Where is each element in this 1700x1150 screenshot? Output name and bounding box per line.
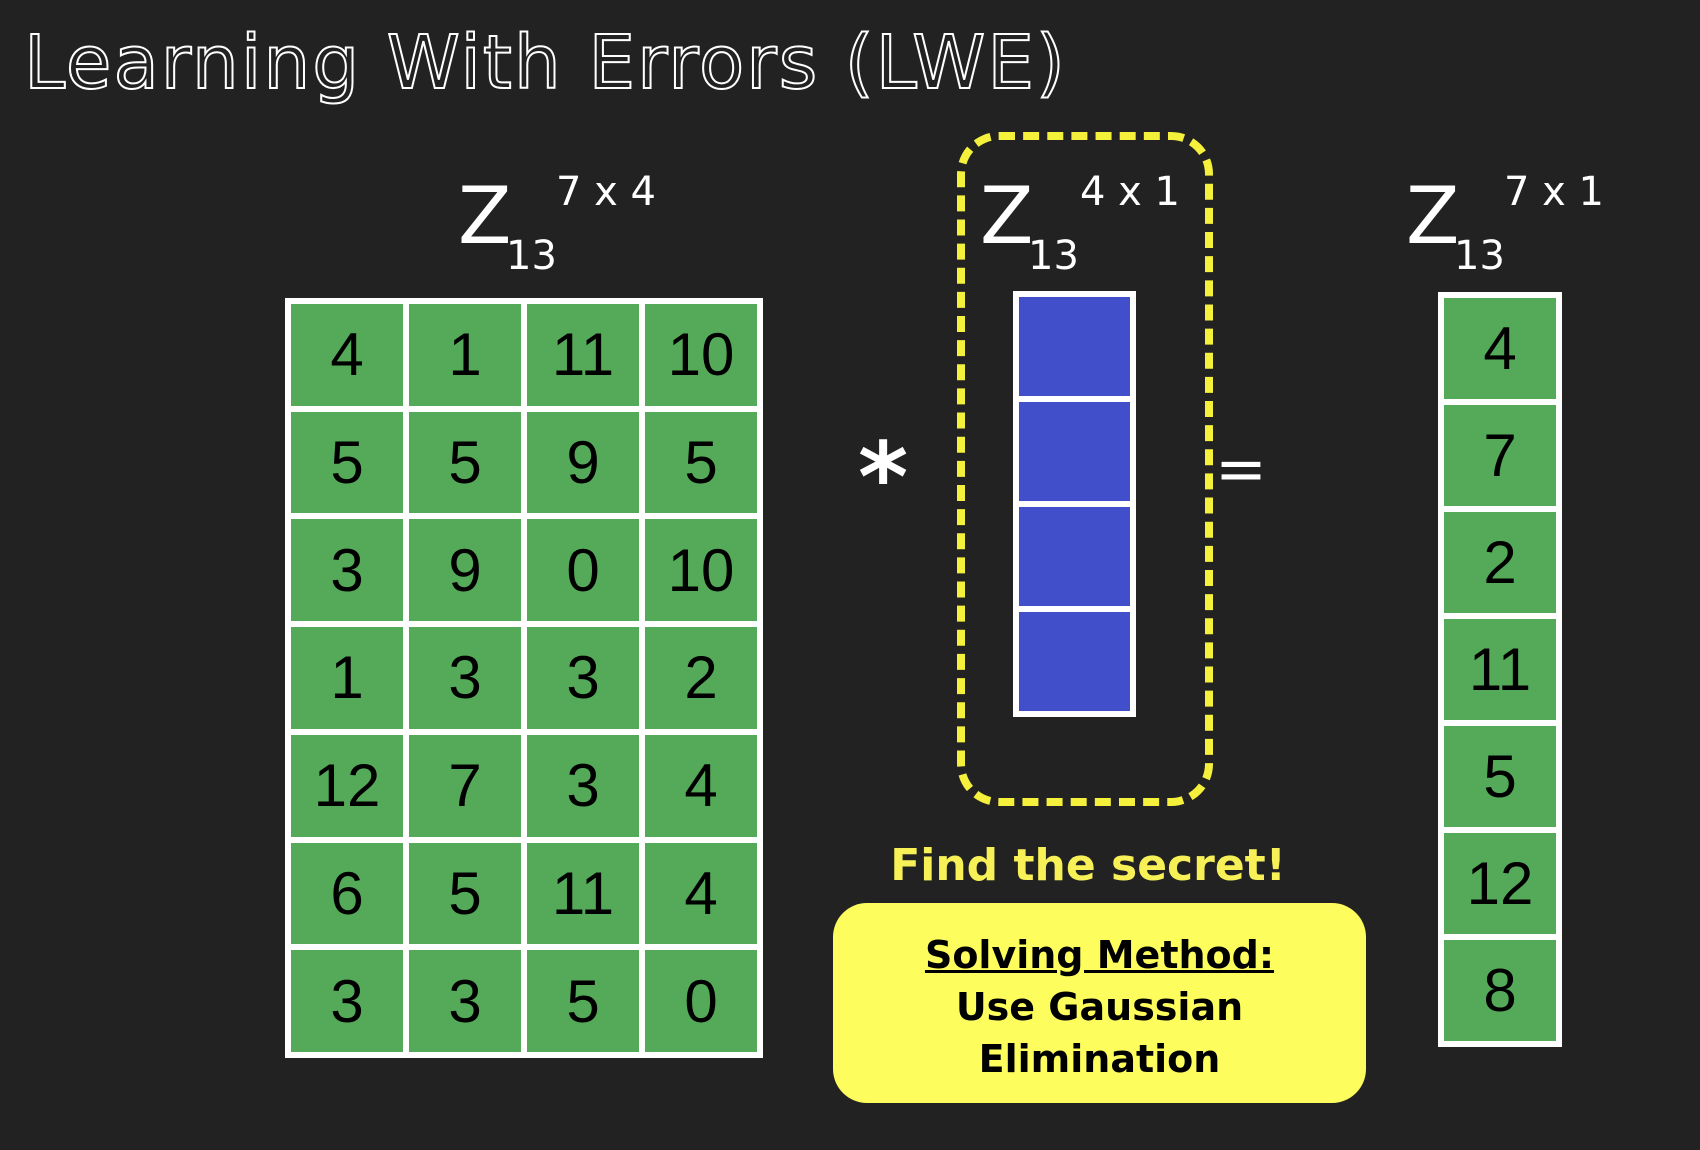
matrix-a-cell: 9 — [409, 519, 521, 622]
matrix-a-cell: 6 — [291, 842, 403, 945]
matrix-a-cell: 0 — [645, 950, 757, 1052]
result-vector-cell: 7 — [1444, 405, 1556, 506]
matrix-a-cell: 5 — [527, 950, 639, 1052]
matrix-a-cell: 3 — [291, 519, 403, 622]
matrix-a-cell: 5 — [291, 411, 403, 514]
equals-operator: = — [1215, 432, 1267, 505]
solving-method-heading: Solving Method: — [924, 933, 1275, 977]
result-vector-cell: 4 — [1444, 298, 1556, 399]
matrix-a-label-dimensions: 7 x 4 — [556, 169, 656, 215]
solving-method-box: Solving Method: Use Gaussian Elimination — [833, 903, 1366, 1103]
matrix-a-cell: 10 — [645, 519, 757, 622]
result-vector-cell: 12 — [1444, 833, 1556, 934]
matrix-a-cell: 5 — [645, 411, 757, 514]
matrix-a-cell: 1 — [291, 627, 403, 729]
secret-highlight-border — [957, 132, 1213, 806]
result-vector-cell: 11 — [1444, 619, 1556, 720]
matrix-a-cell: 10 — [645, 304, 757, 406]
matrix-a-cell: 11 — [527, 304, 639, 406]
multiply-operator: * — [858, 422, 909, 534]
solving-method-line: Elimination — [978, 1037, 1221, 1081]
matrix-a-cell: 2 — [645, 627, 757, 729]
matrix-a-cell: 0 — [527, 519, 639, 622]
matrix-a-cell: 3 — [409, 627, 521, 729]
solving-method-line: Use Gaussian — [955, 985, 1244, 1029]
secret-vector-cell — [1019, 402, 1130, 501]
matrix-a-cell: 1 — [409, 304, 521, 406]
secret-label-z: Z — [980, 172, 1034, 262]
secret-vector-cell — [1019, 612, 1130, 711]
matrix-a-cell: 5 — [409, 842, 521, 945]
result-label-z: Z — [1406, 172, 1460, 262]
result-label-modulus: 13 — [1454, 233, 1505, 279]
matrix-a-cell: 3 — [527, 734, 639, 837]
secret-label-modulus: 13 — [1028, 233, 1079, 279]
matrix-a-cell: 4 — [291, 304, 403, 406]
result-vector-cell: 2 — [1444, 512, 1556, 613]
matrix-a-cell: 3 — [291, 950, 403, 1052]
matrix-a-label-z: Z — [458, 172, 512, 262]
secret-vector-cell — [1019, 297, 1130, 396]
matrix-a-cell: 12 — [291, 734, 403, 837]
secret-vector — [1013, 291, 1136, 717]
matrix-a-cell: 4 — [645, 734, 757, 837]
secret-vector-cell — [1019, 507, 1130, 606]
matrix-a-cell: 7 — [409, 734, 521, 837]
find-secret-caption: Find the secret! — [890, 840, 1286, 891]
result-vector-cell: 8 — [1444, 940, 1556, 1041]
matrix-a-cell: 5 — [409, 411, 521, 514]
matrix-a-label-modulus: 13 — [506, 233, 557, 279]
secret-label-dimensions: 4 x 1 — [1080, 169, 1180, 215]
page-title: Learning With Errors (LWE) — [23, 19, 1067, 107]
matrix-a-cell: 4 — [645, 842, 757, 945]
matrix-a-cell: 11 — [527, 842, 639, 945]
result-vector-cell: 5 — [1444, 726, 1556, 827]
matrix-a-cell: 3 — [409, 950, 521, 1052]
matrix-a-cell: 3 — [527, 627, 639, 729]
matrix-a-cell: 9 — [527, 411, 639, 514]
result-label-dimensions: 7 x 1 — [1504, 169, 1604, 215]
